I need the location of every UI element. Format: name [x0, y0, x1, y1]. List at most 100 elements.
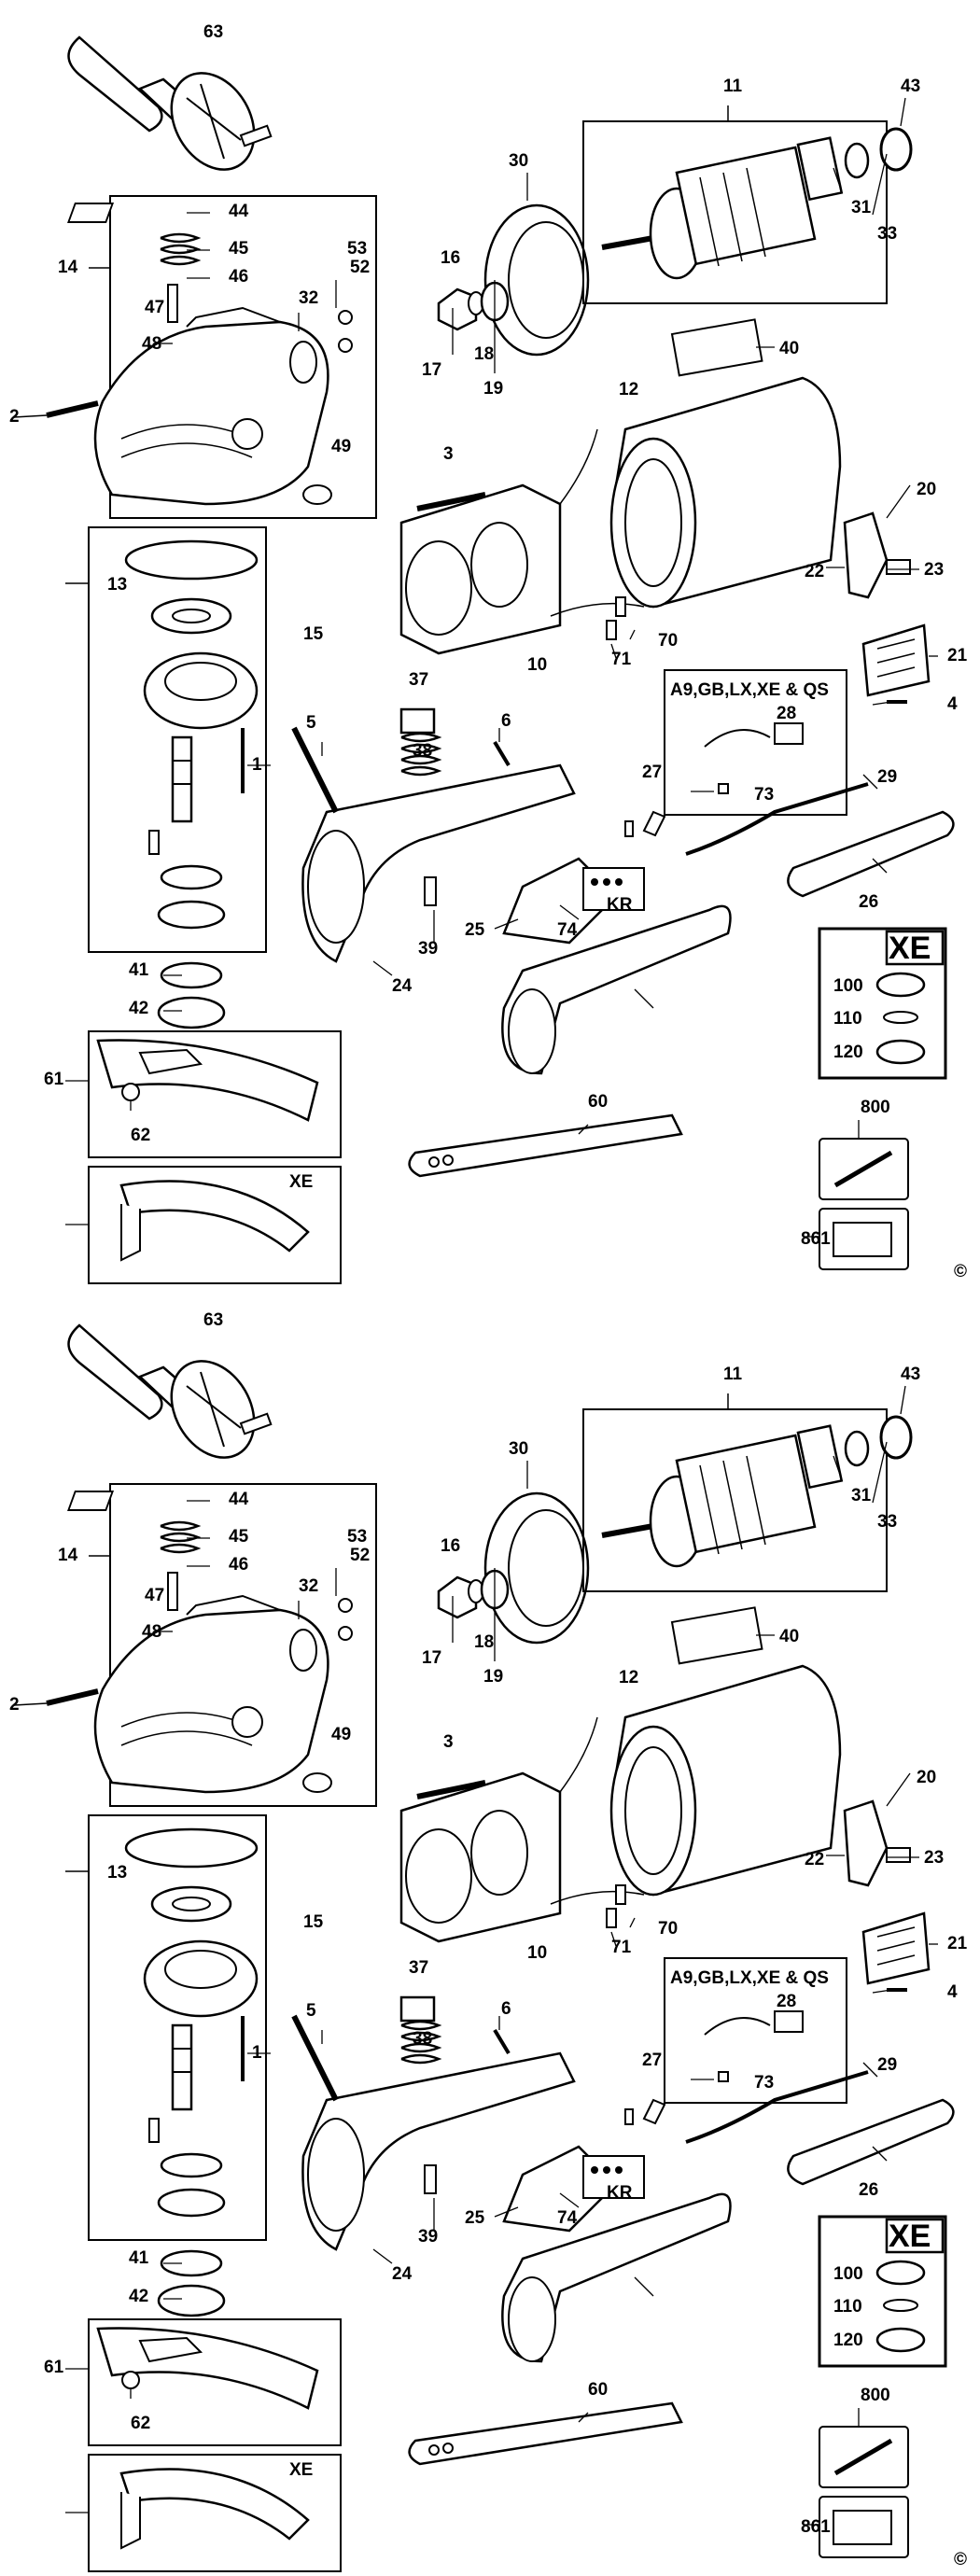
- guard-box-tag: XE: [289, 1172, 313, 1192]
- part-number-label: 38: [413, 741, 432, 761]
- part-number-label: 62: [131, 1126, 150, 1145]
- part-number-label: 23: [924, 560, 944, 580]
- part-number-label: 110: [833, 1009, 862, 1029]
- part-number-label: 24: [392, 976, 413, 996]
- region-box-title-lower: A9,GB,LX,XE & QS: [670, 1968, 829, 1988]
- copyright-mark-lower: ©: [954, 2550, 967, 2569]
- part-number-label: 4: [947, 1982, 958, 2002]
- part-number-label: 52: [350, 258, 370, 277]
- part-number-label: 32: [299, 1576, 318, 1596]
- part-number-label: 29: [877, 2055, 897, 2075]
- copyright-mark: ©: [954, 1262, 967, 1281]
- part-number-label: 37: [409, 1958, 428, 1978]
- part-number-label: 39: [418, 2227, 438, 2247]
- part-number-label: 47: [145, 1586, 164, 1605]
- part-number-label: 1: [252, 755, 262, 775]
- part-number-label: 2: [9, 407, 20, 427]
- part-number-label: 861: [801, 2517, 831, 2537]
- part-number-label: 11: [723, 1365, 743, 1384]
- bearing-box-tag-lower: KR: [607, 2183, 633, 2203]
- part-number-label: 26: [859, 2180, 878, 2200]
- part-number-label: 21: [947, 1934, 968, 1953]
- copyright-group: © ©: [954, 1262, 967, 2569]
- part-number-label: 12: [619, 380, 638, 399]
- part-number-label: 30: [509, 1439, 528, 1459]
- part-number-label: 63: [203, 22, 223, 42]
- part-number-label: 70: [658, 631, 678, 651]
- part-number-label: 3: [443, 1732, 454, 1752]
- part-number-label: 13: [107, 575, 127, 595]
- bearing-box-tag: KR: [607, 895, 633, 915]
- part-number-label: 20: [917, 480, 936, 499]
- part-number-label: 13: [107, 1863, 127, 1883]
- part-number-label: 100: [833, 2264, 863, 2284]
- part-number-label: 5: [306, 713, 316, 733]
- part-number-label: 2: [9, 1695, 20, 1715]
- part-number-label: 100: [833, 976, 863, 996]
- part-number-label: 27: [642, 2051, 662, 2070]
- part-number-label: 43: [901, 77, 920, 96]
- part-number-label: 42: [129, 2287, 148, 2306]
- part-number-label: 800: [861, 1098, 890, 1117]
- part-number-label: 861: [801, 1229, 831, 1249]
- part-number-label: 29: [877, 767, 897, 787]
- part-number-label: 71: [611, 650, 632, 669]
- part-number-label: 61: [44, 1070, 64, 1089]
- part-number-label: 18: [474, 1632, 494, 1652]
- part-number-label: 26: [859, 892, 878, 912]
- part-number-label: 3: [443, 444, 454, 464]
- part-number-label: 16: [441, 248, 460, 268]
- part-number-label: 46: [229, 1555, 248, 1575]
- part-number-label: 41: [129, 960, 149, 980]
- part-number-label: 110: [833, 2297, 862, 2317]
- part-number-label: 74: [557, 920, 578, 940]
- part-number-label: 15: [303, 1912, 324, 1932]
- part-number-label: 28: [777, 704, 796, 723]
- part-number-label: 62: [131, 2414, 150, 2433]
- part-number-label: 1: [252, 2043, 262, 2063]
- part-number-label: 53: [347, 1527, 367, 1547]
- part-number-label: 42: [129, 999, 148, 1018]
- part-number-label: 37: [409, 670, 428, 690]
- part-number-label: 15: [303, 624, 324, 644]
- part-number-label: 41: [129, 2248, 149, 2268]
- part-number-label: 71: [611, 1938, 632, 1957]
- part-number-label: 28: [777, 1992, 796, 2011]
- part-number-label: 16: [441, 1536, 460, 1556]
- part-number-label: 44: [229, 1490, 249, 1509]
- part-number-label: 12: [619, 1668, 638, 1687]
- part-number-label: 5: [306, 2001, 316, 2021]
- part-number-label: 48: [142, 1622, 161, 1642]
- part-number-label: 73: [754, 785, 774, 805]
- part-number-label: 27: [642, 763, 662, 782]
- part-number-label: 38: [413, 2029, 432, 2049]
- part-number-label: 52: [350, 1546, 370, 1565]
- part-number-label: 11: [723, 77, 743, 96]
- part-number-label: 14: [58, 1546, 78, 1565]
- part-number-label: 60: [588, 1092, 608, 1112]
- part-number-label: 70: [658, 1919, 678, 1939]
- part-number-label: 25: [465, 2208, 485, 2228]
- part-number-label: 23: [924, 1848, 944, 1868]
- kit-box-title: XE: [889, 931, 931, 966]
- part-number-label: 19: [483, 379, 503, 399]
- part-number-label: 18: [474, 344, 494, 364]
- part-number-label: 6: [501, 1999, 511, 2019]
- part-number-label: 25: [465, 920, 485, 940]
- part-number-label: 31: [851, 198, 872, 217]
- part-number-label: 17: [422, 360, 441, 380]
- part-number-label: 63: [203, 1310, 223, 1330]
- part-number-label: 45: [229, 1527, 249, 1547]
- part-number-label: 4: [947, 694, 958, 714]
- guard-box-tag-lower: XE: [289, 2460, 313, 2480]
- part-number-label: 40: [779, 1627, 799, 1646]
- part-number-label: 49: [331, 1725, 351, 1744]
- part-number-label: 39: [418, 939, 438, 959]
- part-number-label: 46: [229, 267, 248, 287]
- part-number-label: 31: [851, 1486, 872, 1505]
- part-number-label: 53: [347, 239, 367, 259]
- part-number-label: 800: [861, 2386, 890, 2405]
- region-box-title-group: A9,GB,LX,XE & QS A9,GB,LX,XE & QS: [670, 680, 829, 1988]
